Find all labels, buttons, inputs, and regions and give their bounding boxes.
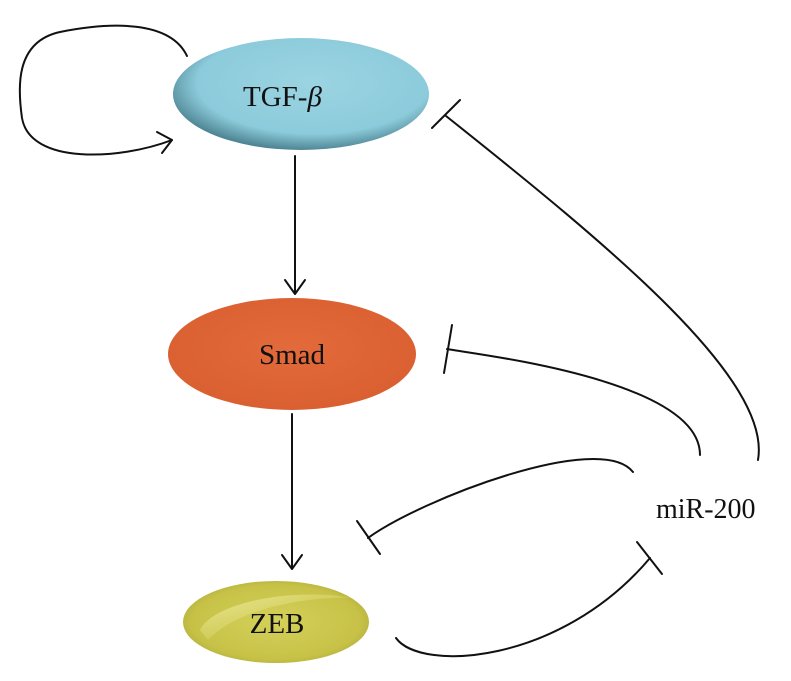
zeb-inhibits-mir200-bar xyxy=(636,541,663,575)
mir200-inhibits-zeb-bar xyxy=(356,520,381,555)
mir200-label: miR-200 xyxy=(656,494,756,525)
tgf-self-loop-arrowhead xyxy=(156,131,173,154)
tgf-label-prefix: TGF- xyxy=(243,81,307,113)
zeb-sheen xyxy=(200,594,352,640)
tgf-self-loop-edge xyxy=(18,24,188,156)
tgf-label-beta: β xyxy=(306,81,322,113)
mir200-inhibits-smad-bar xyxy=(443,324,453,374)
tgf-to-smad-arrowhead xyxy=(284,279,306,295)
zeb-node: ZEB xyxy=(183,581,369,663)
zeb-inhibits-mir200-edge xyxy=(395,557,651,658)
smad-to-zeb-arrowhead xyxy=(281,554,303,570)
edges xyxy=(18,24,760,658)
tgf-label: TGF-β xyxy=(243,81,322,113)
mir200-inhibits-tgf-bar xyxy=(431,99,461,129)
smad-ellipse xyxy=(168,298,416,410)
zeb-ellipse xyxy=(183,581,369,663)
smad-node: Smad xyxy=(168,298,416,410)
mir200-inhibits-tgf-edge xyxy=(445,115,760,461)
zeb-label: ZEB xyxy=(250,608,305,640)
smad-label: Smad xyxy=(259,339,326,371)
tgf-ellipse xyxy=(173,38,429,150)
mir200-inhibits-zeb-edge xyxy=(367,458,634,539)
mir200-inhibits-smad-edge xyxy=(446,348,701,456)
tgf-node: TGF-β xyxy=(173,38,429,150)
